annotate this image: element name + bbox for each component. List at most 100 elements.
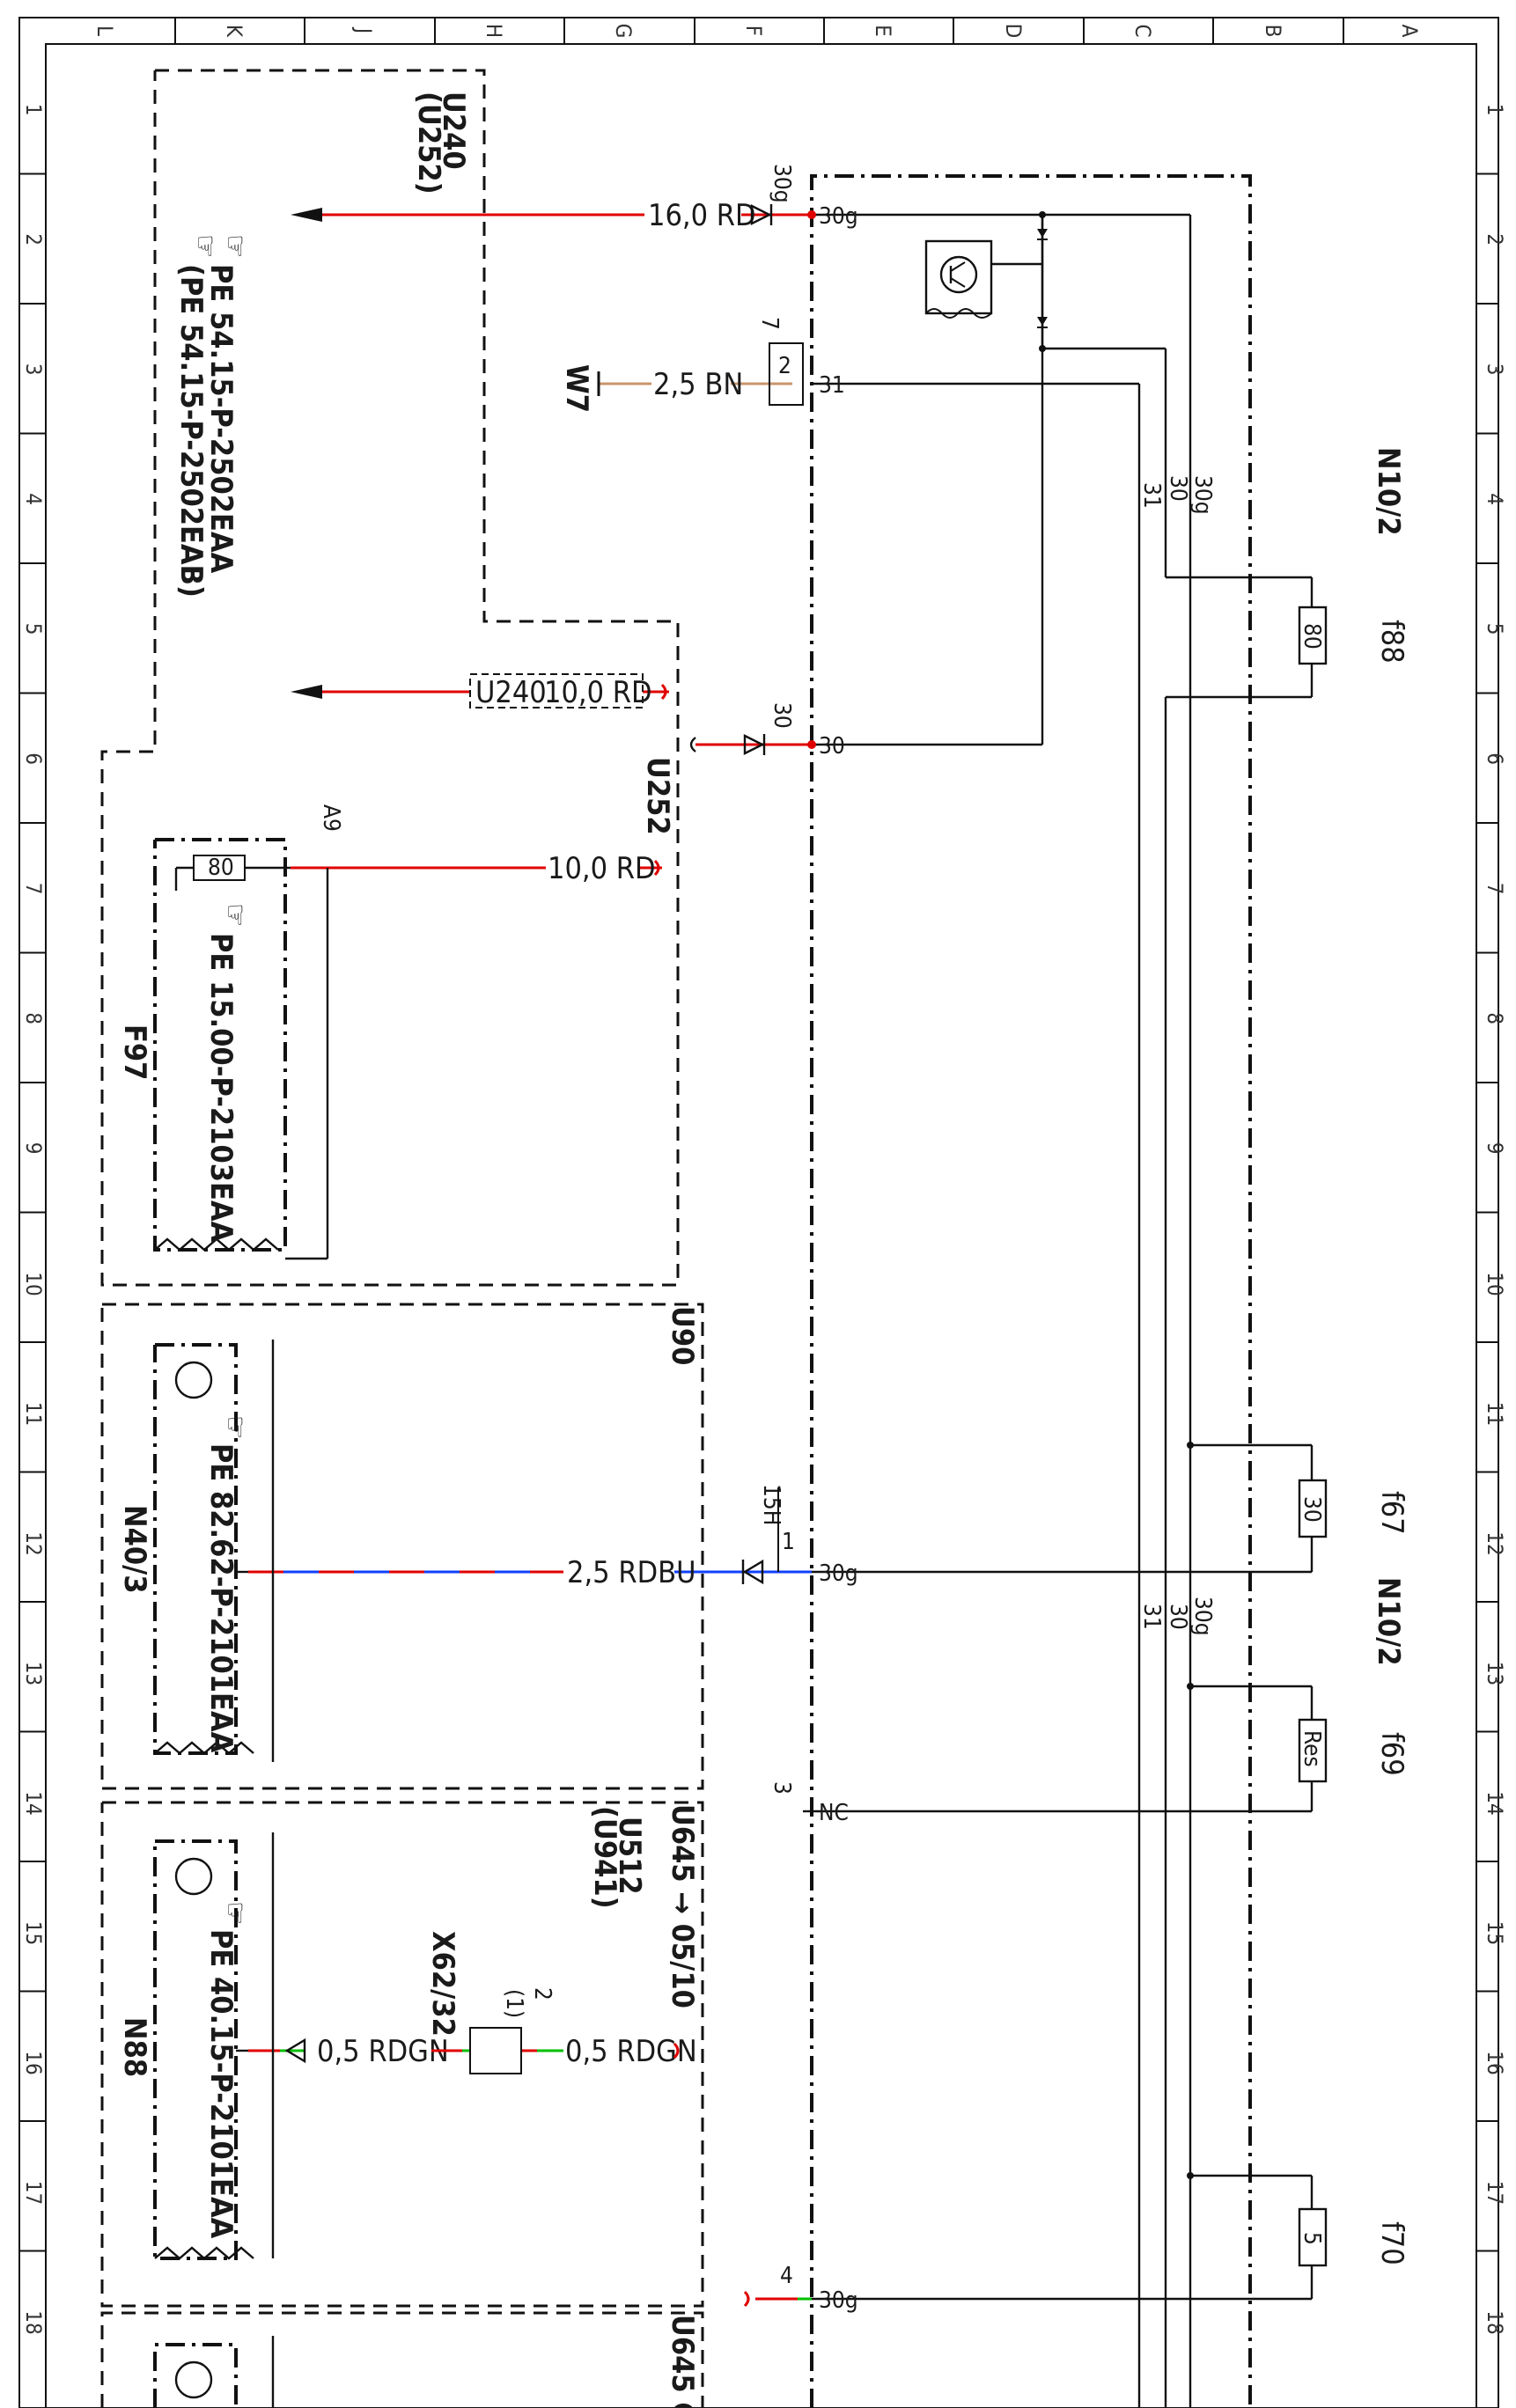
grid-column-labels: L K J H G F E D C B A: [92, 24, 1422, 39]
grid-row-2: 2: [21, 233, 46, 246]
wire-rdgn: 0,5 RDGN 0,5 RDGN X62/32 (1) 2: [248, 1931, 697, 2074]
bus-label-30-mid: 30: [1165, 1604, 1191, 1630]
grid-row-1: 1: [1483, 104, 1507, 116]
grid-col-D: D: [1001, 24, 1026, 39]
ref-pe-15-00: PE 15.00-P-2103EAA: [203, 933, 239, 1243]
box-u240-label: U240: [436, 92, 471, 170]
grid-row-6: 6: [21, 752, 46, 765]
box-u941-label: (U941): [587, 1806, 622, 1909]
wire-nc: 3: [769, 1781, 812, 1813]
grid-row-17: 17: [21, 2181, 46, 2205]
wire-u240-rd: U240 10,0 RD: [291, 673, 669, 710]
wire-f97-rd: 10,0 RD A9: [291, 804, 662, 886]
pointer-hand-icon: ☞: [217, 234, 253, 258]
box-u90-label: U90: [665, 1306, 700, 1365]
grid-row-1: 1: [21, 104, 46, 116]
grid-row-7: 7: [21, 883, 46, 895]
wire-rdbu-label: 2,5 RDBU: [567, 1555, 696, 1590]
pointer-hand-icon-n40: ☞: [217, 1415, 253, 1439]
grid-row-11: 11: [1483, 1402, 1507, 1426]
grid-row-13: 13: [21, 1662, 46, 1685]
x62-pin-2: 2: [529, 1987, 556, 2001]
pin-30g-mid: 30g: [819, 1560, 858, 1587]
wire-f97-label: 10,0 RD: [548, 851, 656, 886]
u240-tag: U240: [475, 675, 547, 710]
terminal-1: 1: [782, 1529, 795, 1555]
grid-row-5: 5: [1483, 623, 1507, 635]
ref-pe-40-15: PE 40.15-P-2101EAA: [203, 1929, 239, 2239]
grid-row-10: 10: [1483, 1272, 1507, 1296]
wire-rdbu: 2,5 RDBU 15H 1: [248, 1484, 812, 1590]
pointer-hand-icon-f97: ☞: [217, 903, 253, 927]
grid-row-16: 16: [21, 2051, 46, 2074]
pointer-hand-icon-n88: ☞: [217, 1901, 253, 1925]
terminal-3: 3: [769, 1781, 795, 1795]
box-u645-c: U645 C: [100, 2311, 704, 2408]
component-f97: 80 PE 15.00-P-2103EAA ☞ F97: [117, 838, 329, 1260]
drawing-frame: [18, 17, 1499, 2408]
pin-nc: NC: [819, 1800, 849, 1826]
pin-30g-bot: 30g: [819, 2287, 858, 2314]
bus-label-30g-mid: 30g: [1189, 1597, 1216, 1636]
ground-w7: W7: [559, 364, 594, 413]
grid-col-L: L: [92, 26, 117, 36]
wire-16-rd-label: 16,0 RD: [648, 198, 756, 233]
connector-x62-32: X62/32: [425, 1931, 460, 2037]
wire-rdgn-left-label: 0,5 RDGN: [317, 2034, 449, 2069]
grid-col-F: F: [741, 26, 766, 36]
connector-pin-2: 2: [778, 353, 791, 379]
grid-row-5: 5: [21, 623, 46, 635]
wire-rdgn-right-label: 0,5 RDGN: [565, 2034, 697, 2069]
module-label-n10-2-top: N10/2: [1371, 447, 1406, 536]
grid-col-E: E: [871, 25, 895, 37]
grid-row-4: 4: [21, 493, 46, 505]
f97-fuse-value: 80: [208, 855, 234, 881]
grid-row-6: 6: [1483, 752, 1507, 765]
terminal-7: 7: [756, 317, 783, 330]
fuse-f70: 5 f70: [1298, 2207, 1409, 2267]
wire-bn-ground: 2,5 BN W7 2 7: [559, 317, 804, 413]
bus-label-31: 31: [1138, 482, 1165, 509]
grid-col-C: C: [1130, 24, 1155, 37]
component-f97-label: F97: [117, 1024, 152, 1080]
box-u645-c-label: U645 C: [665, 2315, 700, 2408]
grid-row-9: 9: [21, 1142, 46, 1155]
grid-row-8: 8: [1483, 1012, 1507, 1024]
component-n40-3-label: N40/3: [117, 1505, 152, 1594]
x62-pin-1: (1): [501, 1989, 527, 2018]
fuse-f67-label: f67: [1374, 1491, 1409, 1535]
grid-col-J: J: [351, 26, 376, 33]
n10-2-module-boundary: [810, 174, 1252, 2408]
pointer-hand-icon-b: ☞: [188, 234, 223, 258]
terminal-a9: A9: [318, 804, 344, 832]
grid-row-16: 16: [1483, 2051, 1507, 2074]
pin-30g-top: 30g: [819, 203, 858, 230]
bus-label-30g: 30g: [1189, 475, 1216, 515]
bus-labels-top: 31 30 30g: [1138, 475, 1216, 515]
grid-row-10: 10: [21, 1272, 46, 1296]
wire-16-rd: 16,0 RD 30g: [291, 164, 816, 233]
terminal-15h: 15H: [758, 1484, 784, 1525]
grid-row-14: 14: [1483, 1791, 1507, 1815]
grid-row-18: 18: [1483, 2310, 1507, 2334]
component-n40-3: PE 82.62-P-2101EAA ☞ N40/3: [117, 1340, 275, 1762]
grid-row-7: 7: [1483, 883, 1507, 895]
grid-col-A: A: [1397, 25, 1422, 38]
grid-row-2: 2: [1483, 233, 1507, 246]
grid-col-H: H: [482, 24, 506, 38]
box-u240: U240 (U252) PE 54.15-P-2502EAA (PE 54.15…: [100, 69, 680, 1287]
internal-bus: [812, 213, 1314, 2408]
box-u252: U252: [640, 757, 675, 835]
box-u90: U90: [100, 1303, 704, 1790]
fuse-f69-label: f69: [1374, 1732, 1409, 1776]
pin-30: 30: [819, 733, 845, 760]
fuse-f70-value: 5: [1299, 2232, 1325, 2245]
grid-row-18: 18: [21, 2310, 46, 2334]
relay-driver-symbol: [924, 211, 1194, 2179]
module-label-n10-2-mid: N10/2: [1371, 1577, 1406, 1666]
terminal-30g-top: 30g: [769, 164, 795, 203]
fuse-f88-label: f88: [1374, 620, 1409, 664]
box-u252-label: U252: [640, 757, 675, 835]
grid-row-12: 12: [21, 1531, 46, 1555]
